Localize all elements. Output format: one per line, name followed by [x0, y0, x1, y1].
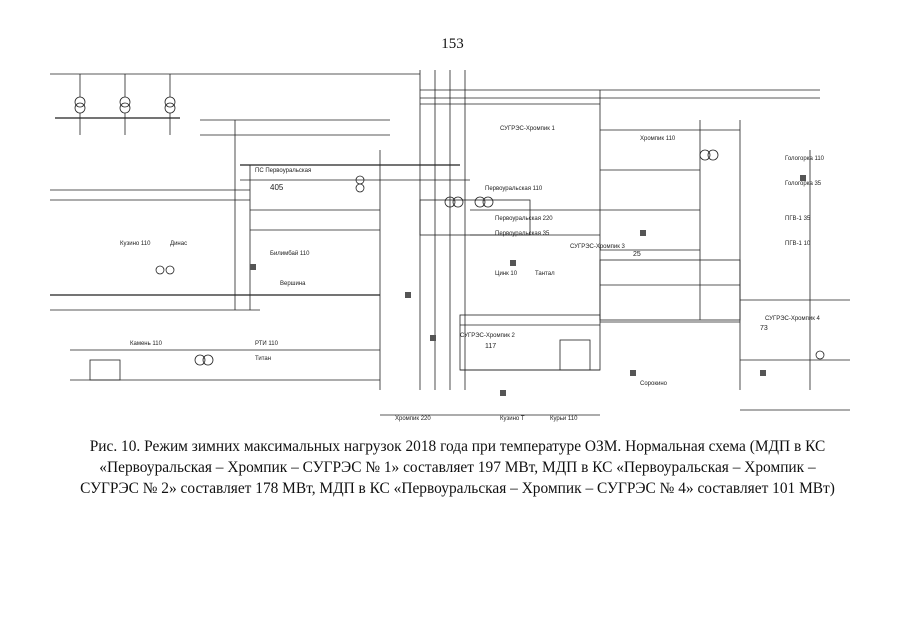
label-bottom-b: Кузино Т [500, 416, 525, 422]
label-bottom-a: Хромпик 220 [395, 416, 431, 422]
label-titan: Титан [255, 356, 271, 362]
label-sugres1: СУГРЭС-Хромпик 1 [500, 126, 556, 132]
label-kamen: Камень 110 [130, 341, 163, 347]
label-pervouralskaya-b: Первоуральская 220 [495, 216, 553, 222]
label-right-a: Гологорка 110 [785, 156, 825, 162]
label-node-73: 73 [760, 325, 768, 332]
label-pervouralskaya-c: Первоуральская 35 [495, 231, 550, 237]
label-vershina: Вершина [280, 281, 306, 287]
label-bilimbay: Билимбай 110 [270, 250, 310, 257]
label-node-405: 405 [270, 183, 284, 192]
horizontal-lines [50, 129, 850, 416]
network-schematic: СУГРЭС-Хромпик 1 СУГРЭС-Хромпик 3 СУГРЭС… [40, 60, 860, 430]
label-cinc: Цинк 10 [495, 271, 518, 277]
equipment-marks [250, 175, 806, 396]
label-sugres3: СУГРЭС-Хромпик 3 [570, 244, 626, 250]
page-number: 153 [441, 36, 464, 52]
label-bottom-d: Сорокино [640, 381, 668, 387]
label-rtiz: РТИ 110 [255, 341, 279, 347]
label-dinas: Динас [170, 241, 187, 247]
label-right-b: Гологорка 35 [785, 181, 822, 187]
label-pervouralskaya-a: Первоуральская 110 [485, 186, 543, 192]
label-node-25: 25 [633, 251, 641, 258]
label-sugres4: СУГРЭС-Хромпик 4 [765, 316, 821, 322]
label-node-117: 117 [485, 343, 496, 350]
label-sugres2: СУГРЭС-Хромпик 2 [460, 333, 516, 339]
vertical-trunks [234, 70, 811, 390]
label-hrompik: Хромпик 110 [640, 136, 676, 142]
transformers-mid [155, 149, 825, 366]
label-kuzino: Кузино 110 [120, 241, 151, 247]
left-transformers [74, 74, 176, 135]
substation-boxes [89, 199, 741, 381]
figure-caption: Рис. 10. Режим зимних максимальных нагру… [80, 438, 835, 497]
label-bottom-c: Курьи 110 [550, 416, 578, 422]
label-shagol: ПС Первоуральская [255, 168, 311, 174]
label-right-d: ПГВ-1 10 [785, 241, 811, 247]
label-tantal: Тантал [535, 271, 555, 277]
label-right-c: ПГВ-1 35 [785, 216, 811, 222]
